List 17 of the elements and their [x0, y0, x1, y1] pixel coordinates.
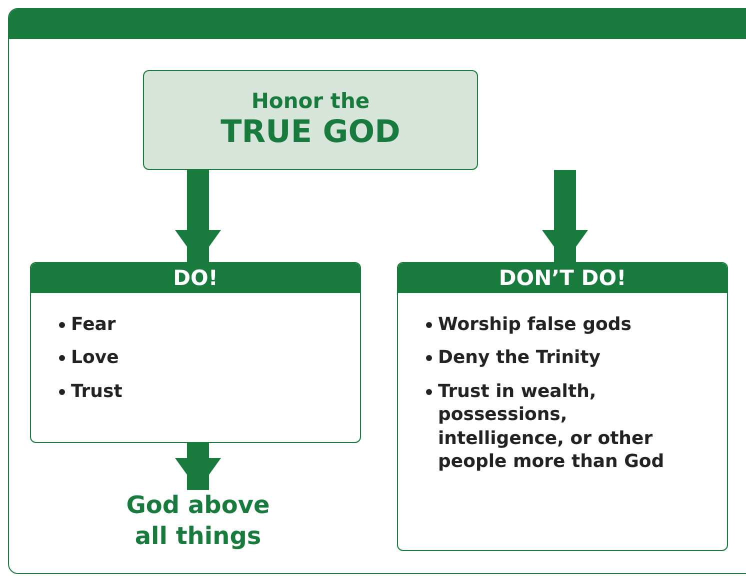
list-panel	[397, 262, 728, 551]
result-text: God above all things	[108, 490, 288, 554]
list-item: Fear	[71, 313, 117, 336]
list-panel	[30, 262, 361, 443]
heading-box	[143, 70, 478, 170]
list-item: Love	[71, 346, 120, 370]
list-item: Trust in wealth, possessions, intelligence, or other people more than God	[438, 380, 666, 474]
block-arrow	[542, 170, 588, 262]
heading-title: TRUE GOD	[220, 114, 400, 152]
panel-header: DO!	[31, 263, 360, 293]
list-item: Worship false gods	[438, 313, 632, 336]
heading-text: Honor the	[251, 88, 370, 114]
list-item: Deny the Trinity	[438, 346, 602, 370]
panel-header: DON’T DO!	[398, 263, 727, 293]
list-item: Trust	[71, 380, 124, 404]
block-arrow	[175, 443, 221, 490]
block-arrow	[175, 170, 221, 262]
